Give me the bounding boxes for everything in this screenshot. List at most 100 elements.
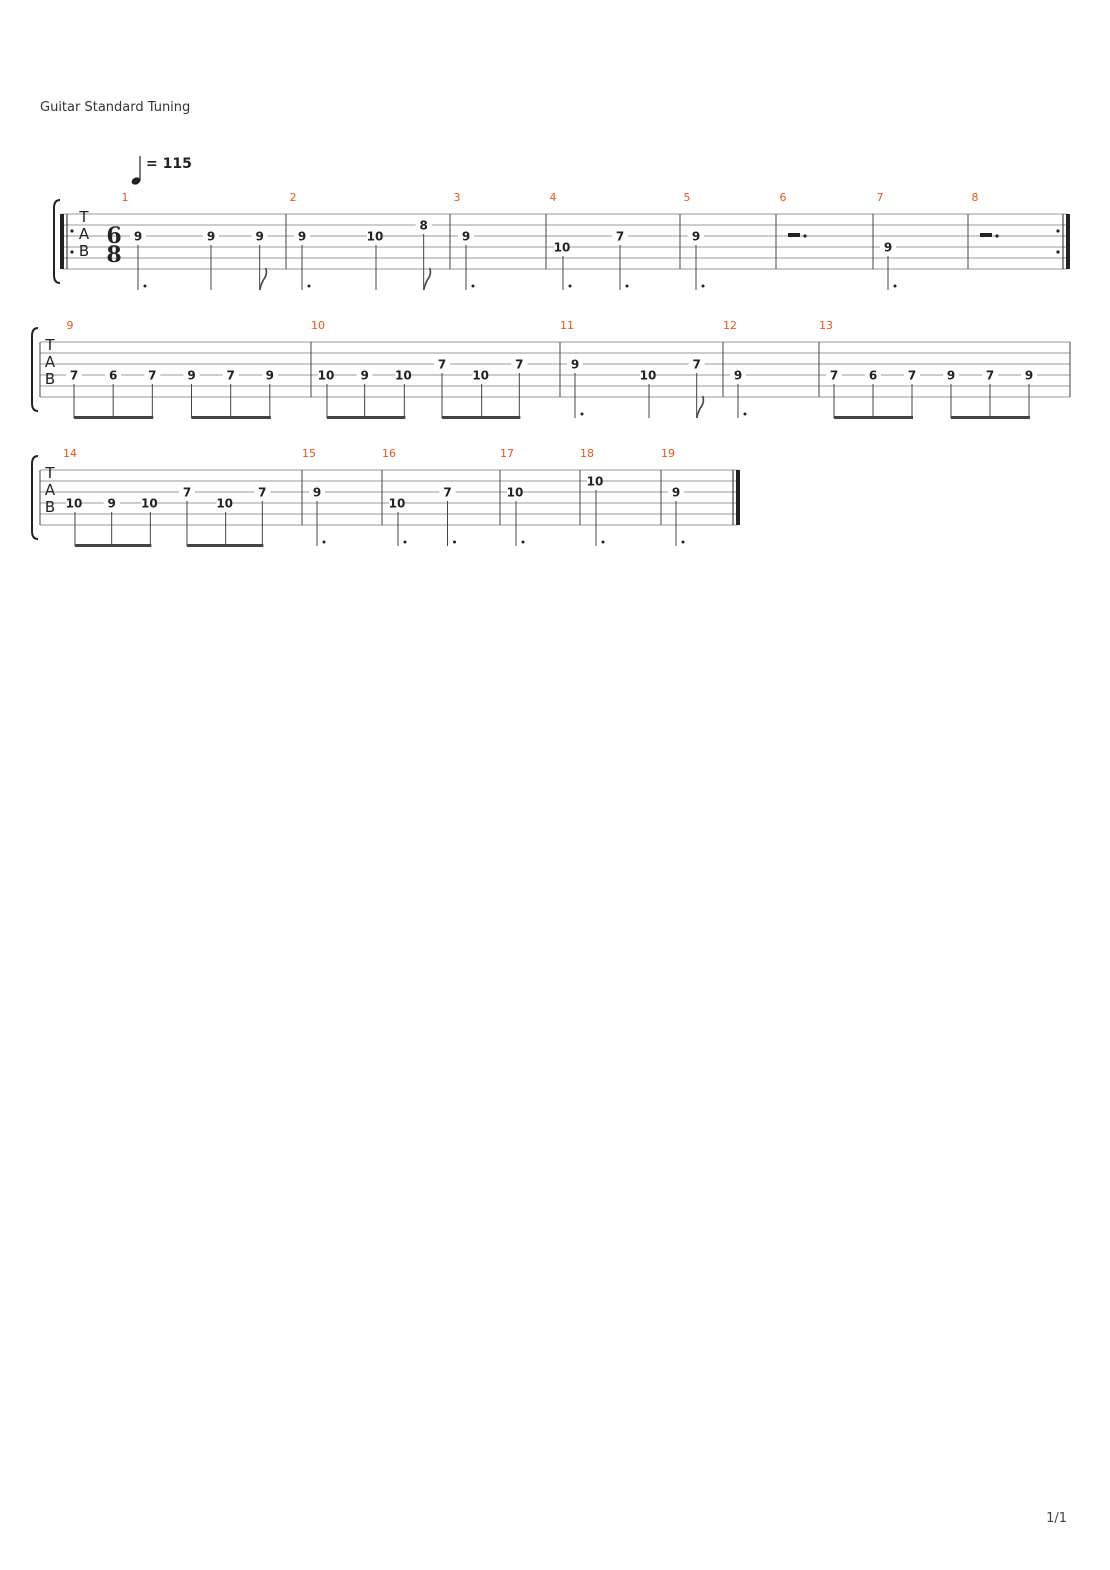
duration-dot bbox=[580, 412, 584, 416]
fret-bg bbox=[203, 230, 219, 242]
fret-number: 10 bbox=[318, 369, 335, 383]
beam bbox=[834, 416, 913, 419]
fret-number: 10 bbox=[587, 475, 604, 489]
fret-bg bbox=[880, 241, 896, 253]
fret-bg bbox=[439, 486, 456, 498]
fret-number: 9 bbox=[207, 230, 215, 244]
time-signature-numerator: 6 bbox=[106, 223, 121, 249]
fret-bg bbox=[261, 369, 278, 381]
duration-dot bbox=[471, 284, 475, 288]
fret-bg bbox=[130, 230, 146, 242]
fret-bg bbox=[395, 369, 412, 381]
fret-bg bbox=[222, 369, 239, 381]
duration-dot bbox=[453, 540, 456, 544]
fret-bg bbox=[141, 497, 158, 509]
fret-number: 10 bbox=[66, 497, 83, 511]
system-bracket bbox=[53, 199, 61, 284]
fret-bg bbox=[105, 369, 122, 381]
measure-number: 15 bbox=[302, 447, 316, 460]
fret-number: 7 bbox=[438, 358, 446, 372]
fret-number: 7 bbox=[515, 358, 523, 372]
fret-bg bbox=[982, 369, 998, 381]
fret-number: 7 bbox=[70, 369, 78, 383]
fret-bg bbox=[415, 219, 432, 231]
measure-number: 19 bbox=[661, 447, 675, 460]
repeat-start-thick-bar bbox=[60, 214, 64, 269]
duration-dot bbox=[743, 412, 747, 416]
fret-number: 7 bbox=[616, 230, 624, 244]
fret-bg bbox=[434, 358, 450, 370]
fret-number: 7 bbox=[692, 358, 700, 372]
duration-dot bbox=[143, 284, 147, 288]
time-signature-denominator: 8 bbox=[106, 242, 121, 268]
final-thick-bar bbox=[736, 470, 740, 525]
fret-number: 7 bbox=[258, 486, 266, 500]
fret-bg bbox=[389, 497, 405, 509]
duration-dot bbox=[568, 284, 572, 288]
measure-number: 1 bbox=[122, 191, 129, 204]
fret-bg bbox=[309, 486, 325, 498]
fret-number: 9 bbox=[1025, 369, 1033, 383]
tuning-label: Guitar Standard Tuning bbox=[40, 100, 191, 115]
fret-number: 10 bbox=[367, 230, 384, 244]
fret-number: 9 bbox=[947, 369, 955, 383]
fret-bg bbox=[251, 230, 268, 242]
duration-dot bbox=[625, 284, 629, 288]
fret-number: 9 bbox=[571, 358, 579, 372]
fret-bg bbox=[640, 369, 656, 381]
fret-bg bbox=[183, 369, 200, 381]
eighth-flag bbox=[258, 267, 268, 291]
tab-clef-letter: A bbox=[45, 481, 56, 499]
beam bbox=[75, 544, 152, 547]
fret-number: 9 bbox=[734, 369, 742, 383]
fret-bg bbox=[943, 369, 959, 381]
fret-number: 9 bbox=[462, 230, 470, 244]
tab-clef-letter: B bbox=[79, 242, 89, 260]
repeat-dot bbox=[70, 229, 74, 233]
beam bbox=[442, 416, 521, 419]
duration-dot bbox=[307, 284, 311, 288]
duration-dot bbox=[701, 284, 705, 288]
fret-number: 9 bbox=[672, 486, 680, 500]
fret-bg bbox=[1021, 369, 1037, 381]
fret-number: 10 bbox=[141, 497, 158, 511]
measure-number: 6 bbox=[780, 191, 787, 204]
fret-bg bbox=[612, 230, 628, 242]
duration-dot bbox=[322, 540, 326, 544]
fret-bg bbox=[865, 369, 881, 381]
duration-dot bbox=[601, 540, 605, 544]
eighth-flag bbox=[695, 395, 705, 419]
fret-bg bbox=[294, 230, 310, 242]
half-rest bbox=[788, 233, 800, 237]
measure-number: 14 bbox=[63, 447, 77, 460]
fret-number: 7 bbox=[908, 369, 916, 383]
tempo-value: = 115 bbox=[146, 156, 192, 172]
fret-number: 9 bbox=[313, 486, 321, 500]
fret-bg bbox=[216, 497, 233, 509]
fret-number: 9 bbox=[884, 241, 892, 255]
beam bbox=[191, 416, 271, 419]
fret-number: 9 bbox=[266, 369, 274, 383]
measure-number: 9 bbox=[67, 319, 74, 332]
tempo-marking: = 115 bbox=[130, 154, 210, 188]
measure-number: 4 bbox=[550, 191, 557, 204]
measure-number: 5 bbox=[684, 191, 691, 204]
measure-number: 16 bbox=[382, 447, 396, 460]
fret-bg bbox=[66, 369, 82, 381]
duration-dot bbox=[893, 284, 897, 288]
duration-dot bbox=[403, 540, 407, 544]
fret-bg bbox=[730, 369, 746, 381]
fret-bg bbox=[66, 497, 82, 509]
tab-clef-letter: B bbox=[45, 498, 55, 516]
measure-number: 3 bbox=[454, 191, 461, 204]
beam bbox=[951, 416, 1030, 419]
repeat-end-thick-bar bbox=[1066, 214, 1070, 269]
fret-number: 9 bbox=[360, 369, 368, 383]
repeat-dot bbox=[70, 250, 74, 254]
fret-number: 9 bbox=[107, 497, 115, 511]
measure-number: 2 bbox=[290, 191, 297, 204]
